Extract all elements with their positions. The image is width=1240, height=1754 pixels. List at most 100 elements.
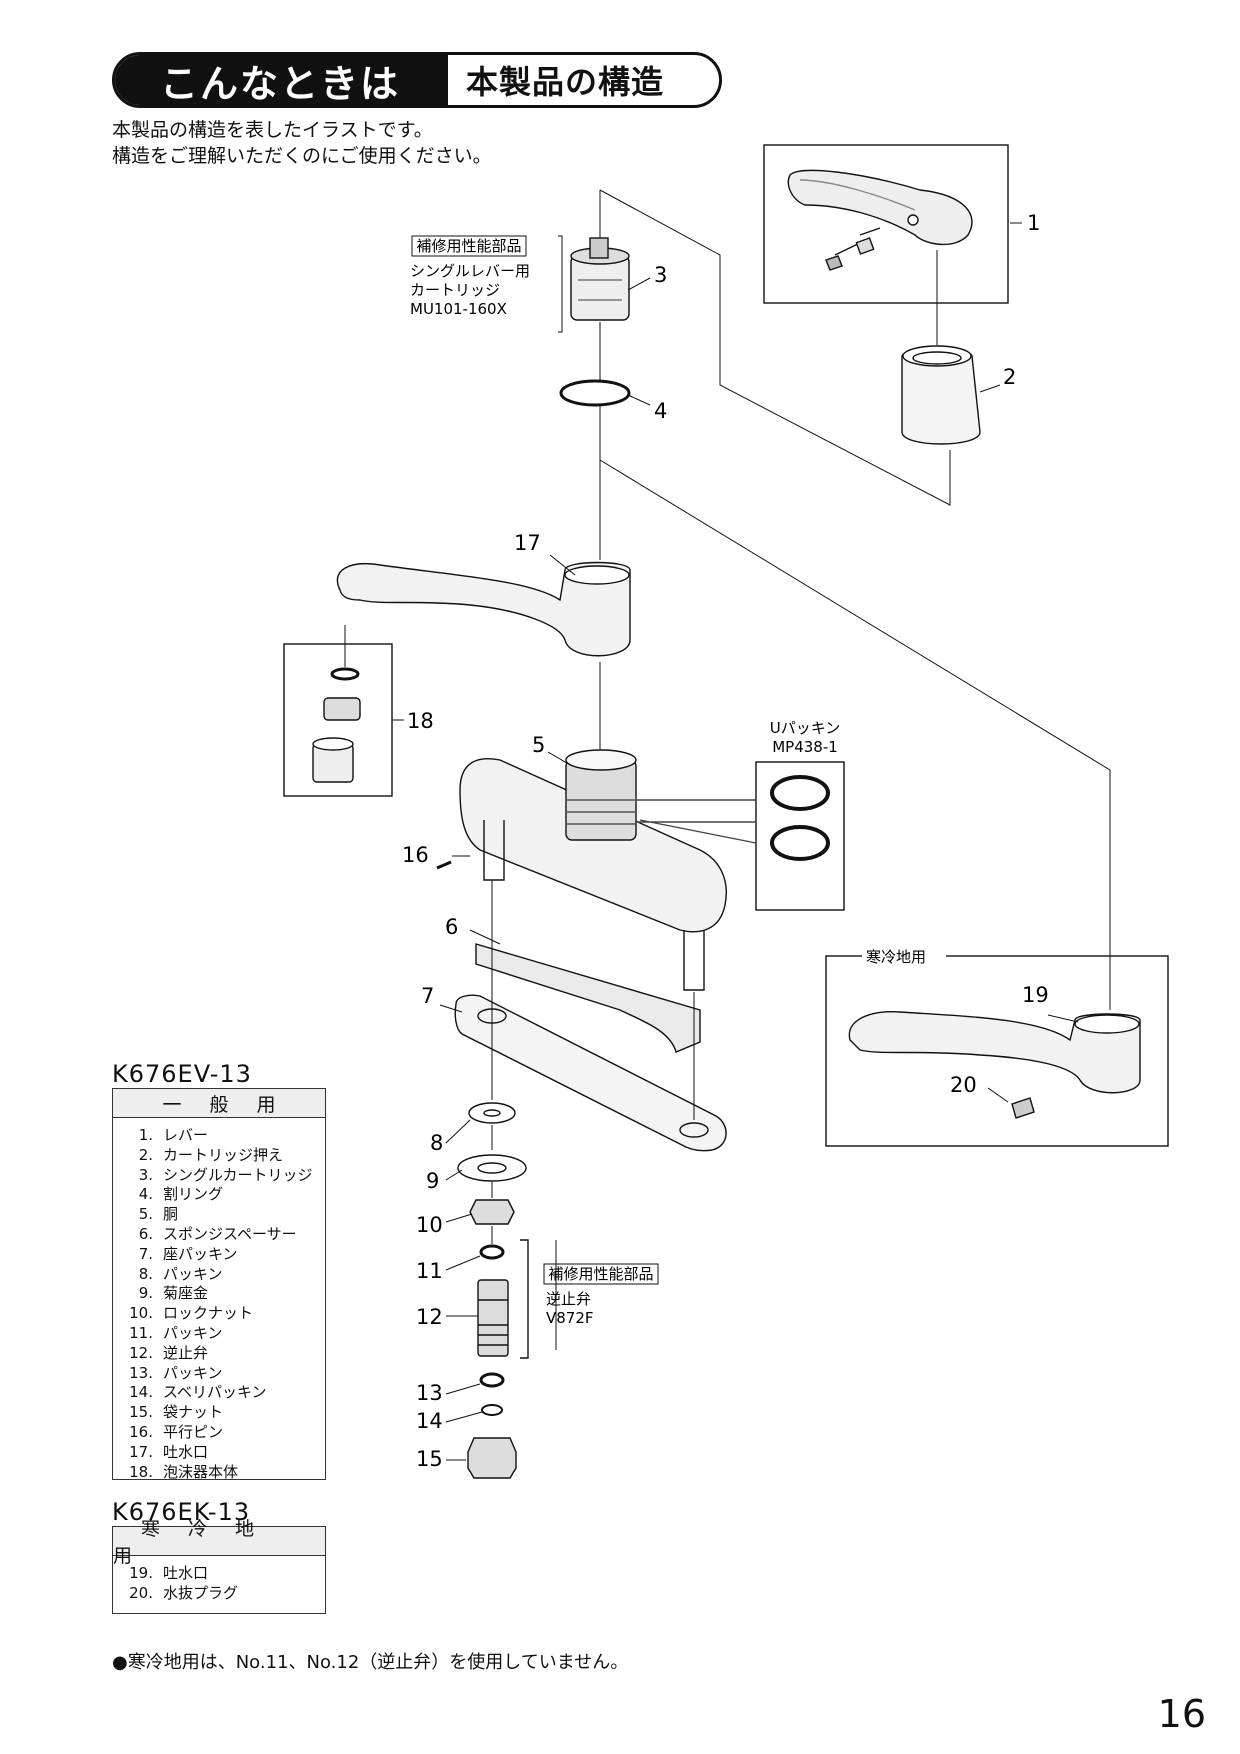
- split-ring-part-4: [559, 379, 631, 407]
- list-item: 15. 袋ナット: [123, 1403, 325, 1423]
- part-label-17: 17: [514, 531, 541, 555]
- part-name: 水抜プラグ: [163, 1583, 239, 1602]
- part-name: 逆止弁: [163, 1343, 209, 1362]
- part-name: ロックナット: [163, 1304, 254, 1323]
- part-label-16: 16: [402, 843, 429, 867]
- check-valve-badge: 補修用性能部品: [548, 1265, 653, 1283]
- seat-packing-part-7: [454, 994, 727, 1152]
- model-cold: K676EK-13: [112, 1498, 251, 1526]
- table-heading-general: 一般用: [113, 1089, 325, 1118]
- packing-part-13: [479, 1372, 505, 1388]
- part-number: 19.: [129, 1564, 153, 1582]
- u-packing-line-1: Uパッキン: [770, 719, 841, 737]
- part-name: 割リング: [163, 1185, 224, 1204]
- part-name: シングルカートリッジ: [163, 1165, 313, 1184]
- list-item: 3.シングルカートリッジ: [123, 1166, 325, 1186]
- packing-part-11: [479, 1244, 505, 1260]
- washer-part-9: [457, 1154, 527, 1182]
- spout-part-17: [336, 561, 631, 657]
- part-name: 座パッキン: [163, 1244, 238, 1263]
- cold-region-box-label: 寒冷地用: [866, 948, 926, 966]
- slip-packing-part-14: [481, 1404, 503, 1416]
- part-number: 14.: [129, 1383, 153, 1402]
- part-number: 12.: [129, 1343, 153, 1362]
- list-item: 10. ロックナット: [123, 1304, 325, 1324]
- header-subtitle: 本製品の構造: [466, 63, 665, 101]
- part-label-9: 9: [426, 1169, 439, 1193]
- part-label-11: 11: [416, 1259, 443, 1283]
- part-number: 10.: [129, 1304, 153, 1323]
- cartridge-part-3: [570, 255, 630, 321]
- packing-part-8: [468, 1102, 516, 1124]
- check-valve-part-12: [477, 1279, 509, 1357]
- cartridge-line-2: カートリッジ: [410, 281, 500, 299]
- list-item: 20. 水抜プラグ: [123, 1584, 325, 1604]
- part-label-20: 20: [950, 1073, 977, 1097]
- intro-line-2: 構造をご理解いただくのにご使用ください。: [112, 145, 492, 167]
- part-number: 9.: [138, 1284, 153, 1303]
- model-general: K676EV-13: [112, 1060, 252, 1088]
- cartridge-badge: 補修用性能部品: [416, 237, 521, 255]
- part-label-2: 2: [1003, 365, 1016, 389]
- part-name: 菊座金: [163, 1284, 209, 1303]
- cartridge-model: MU101-160X: [410, 300, 507, 318]
- part-name: レバー: [163, 1126, 209, 1144]
- part-number: 11.: [129, 1323, 153, 1342]
- spout-part-19: [848, 1011, 1141, 1094]
- list-item: 7. 座パッキン: [123, 1245, 325, 1265]
- intro-line-1: 本製品の構造を表したイラストです。: [112, 119, 433, 141]
- part-number: 15.: [129, 1403, 153, 1422]
- header-title: こんなときは: [115, 55, 445, 105]
- lever-inset-box: [763, 144, 1009, 304]
- part-number: 4.: [138, 1185, 153, 1204]
- part-label-12: 12: [416, 1305, 443, 1329]
- header-divider: [445, 55, 460, 105]
- list-item: 4. 割リング: [123, 1185, 325, 1205]
- cap-nut-part-15: [467, 1437, 517, 1479]
- part-label-1: 1: [1027, 211, 1040, 235]
- part-name: パッキン: [163, 1323, 223, 1342]
- list-item: 13.パッキン: [123, 1364, 325, 1384]
- page-number: 16: [1157, 1692, 1206, 1736]
- part-label-15: 15: [416, 1447, 443, 1471]
- part-number: 1.: [138, 1126, 153, 1144]
- part-number: 6.: [138, 1224, 153, 1243]
- part-name: パッキン: [163, 1264, 223, 1283]
- part-label-5: 5: [532, 733, 545, 757]
- list-item: 11. パッキン: [123, 1324, 325, 1344]
- part-name: パッキン: [163, 1363, 223, 1382]
- part-number: 7.: [138, 1244, 153, 1263]
- part-number: 18.: [129, 1462, 153, 1481]
- part-number: 5.: [138, 1205, 153, 1224]
- list-item: 9. 菊座金: [123, 1284, 325, 1304]
- list-item: 8. パッキン: [123, 1265, 325, 1285]
- list-item: 6.スポンジスペーサー: [123, 1225, 325, 1245]
- u-packing-line-2: MP438-1: [772, 738, 838, 756]
- part-number: 16.: [129, 1422, 153, 1441]
- part-name: 吐水口: [163, 1442, 209, 1461]
- list-item: 17.吐水口: [123, 1443, 325, 1463]
- part-name: 袋ナット: [163, 1403, 224, 1422]
- lever-part-1: [787, 169, 973, 246]
- cold-region-inset-box: [825, 955, 1169, 1147]
- part-label-3: 3: [654, 263, 667, 287]
- part-label-14: 14: [416, 1409, 443, 1433]
- part-number: 8.: [138, 1264, 153, 1283]
- part-label-13: 13: [416, 1381, 443, 1405]
- list-item: 1. レバー: [123, 1126, 325, 1146]
- check-valve-line-1: 逆止弁: [546, 1290, 591, 1308]
- footnote: ●寒冷地用は、No.11、No.12（逆止弁）を使用していません。: [112, 1652, 629, 1673]
- parallel-pin-part-16: [436, 860, 452, 870]
- list-item: 14. スベリパッキン: [123, 1383, 325, 1403]
- list-item: 19.吐水口: [123, 1564, 325, 1584]
- part-number: 20.: [129, 1583, 153, 1602]
- part-number: 2.: [138, 1145, 153, 1164]
- u-packing-inset-box: [755, 761, 845, 911]
- cartridge-line-1: シングルレバー用: [410, 262, 530, 280]
- part-name: スベリパッキン: [163, 1383, 267, 1402]
